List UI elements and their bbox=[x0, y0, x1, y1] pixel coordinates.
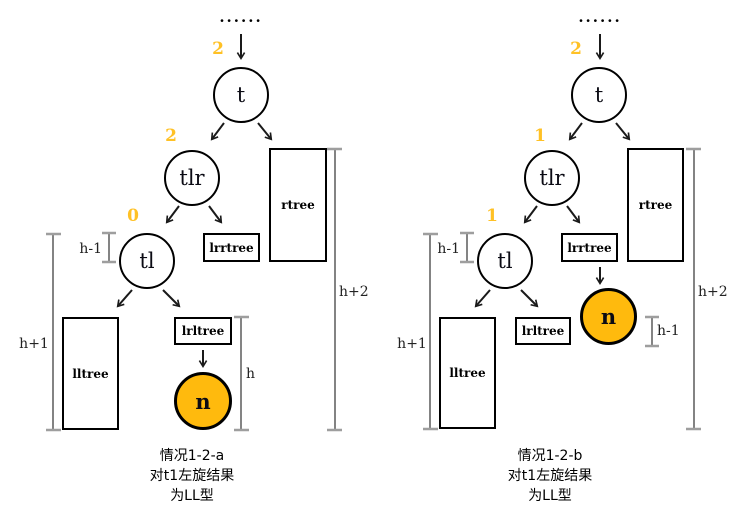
bracket-h-plus-1-right bbox=[423, 232, 438, 431]
node-t: t bbox=[213, 67, 269, 123]
caption-case-a: 情况1-2-a 对t1左旋结果 为LL型 bbox=[92, 446, 292, 506]
caption-line-3: 为LL型 bbox=[170, 488, 214, 504]
caption-line-1: 情况1-2-a bbox=[159, 448, 225, 464]
node-tlr: tlr bbox=[524, 150, 580, 206]
edge-tlr-to-tl-right bbox=[523, 205, 538, 224]
height-label-h-plus-1: h+1 bbox=[397, 336, 427, 352]
height-label-h: h bbox=[246, 366, 256, 382]
bracket-h-minus-1-tl-right bbox=[460, 231, 474, 264]
edge-t-to-rtree-left bbox=[257, 122, 273, 141]
height-label-h-minus-1-n: h-1 bbox=[657, 323, 680, 339]
ancestor-dots: ...... bbox=[219, 8, 263, 26]
caption-line-1: 情况1-2-b bbox=[517, 448, 583, 464]
edge-t-to-tlr-left bbox=[210, 122, 225, 141]
balance-factor-t: 2 bbox=[212, 39, 224, 59]
ancestor-dots: ...... bbox=[578, 8, 622, 26]
caption-line-3: 为LL型 bbox=[528, 488, 572, 504]
node-tl: tl bbox=[477, 233, 533, 289]
edge-tlr-to-lrrtree-left bbox=[208, 205, 223, 224]
edge-t-to-tlr-right bbox=[568, 122, 583, 141]
height-label-h-plus-1: h+1 bbox=[19, 336, 49, 352]
height-label-h-minus-1-tl: h-1 bbox=[437, 241, 460, 257]
node-n: n bbox=[580, 288, 637, 345]
subtree-lrltree: lrltree bbox=[515, 317, 571, 345]
subtree-rtree: rtree bbox=[627, 148, 684, 262]
caption-case-b: 情况1-2-b 对t1左旋结果 为LL型 bbox=[450, 446, 650, 506]
node-tl: tl bbox=[119, 233, 175, 289]
height-label-h-plus-2: h+2 bbox=[698, 284, 728, 300]
subtree-lrrtree: lrrtree bbox=[561, 233, 618, 262]
bracket-h-plus-1-left bbox=[46, 232, 61, 432]
node-n: n bbox=[174, 372, 232, 430]
edge-tl-to-lrltree-right bbox=[520, 289, 539, 308]
edge-tl-to-lrltree-left bbox=[162, 289, 181, 308]
balance-factor-t: 2 bbox=[570, 39, 582, 59]
subtree-lrltree: lrltree bbox=[174, 317, 232, 345]
edge-tlr-to-lrrtree-right bbox=[566, 205, 581, 224]
edge-tl-to-lltree-right bbox=[474, 289, 491, 308]
height-label-h-plus-2: h+2 bbox=[339, 284, 369, 300]
edge-tl-to-lltree-left bbox=[116, 289, 133, 308]
caption-line-2: 对t1左旋结果 bbox=[507, 468, 593, 484]
bracket-h-minus-1-left bbox=[102, 231, 116, 264]
node-tlr: tlr bbox=[164, 150, 220, 206]
subtree-lltree: lltree bbox=[62, 317, 119, 430]
balance-factor-tlr: 1 bbox=[534, 126, 546, 146]
balance-factor-tlr: 2 bbox=[165, 126, 177, 146]
node-t: t bbox=[571, 67, 627, 123]
balance-factor-tl: 0 bbox=[127, 206, 139, 226]
edge-tlr-to-tl-left bbox=[165, 205, 180, 224]
subtree-lltree: lltree bbox=[439, 317, 496, 429]
balance-factor-tl: 1 bbox=[486, 206, 498, 226]
subtree-rtree: rtree bbox=[269, 148, 327, 262]
edge-t-to-rtree-right bbox=[615, 122, 631, 141]
subtree-lrrtree: lrrtree bbox=[203, 233, 260, 262]
height-label-h-minus-1: h-1 bbox=[79, 241, 102, 257]
caption-line-2: 对t1左旋结果 bbox=[149, 468, 235, 484]
